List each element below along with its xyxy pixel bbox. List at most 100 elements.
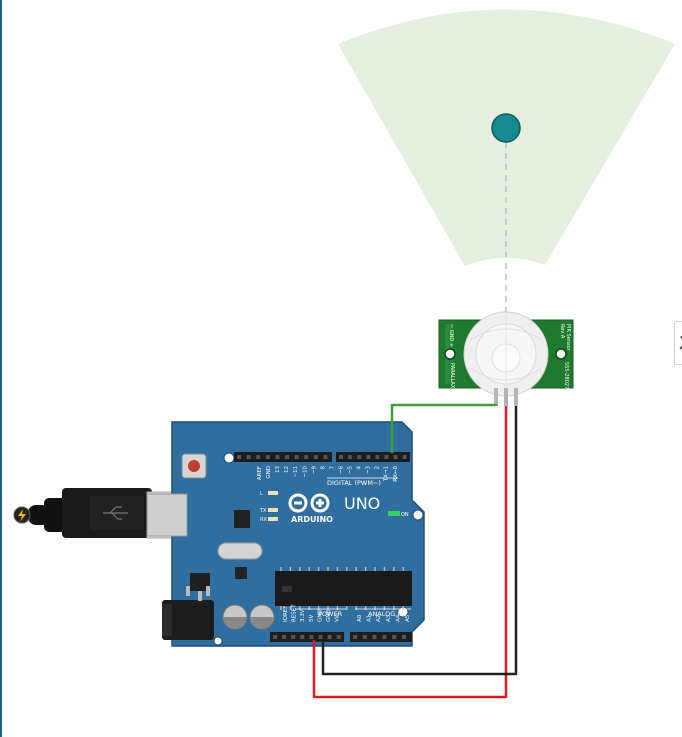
- signal-wire[interactable]: [390, 403, 498, 453]
- arduino-uno-board[interactable]: L TX RX ARDUINO UNO ON DIGITAL (PWM~) POWE…: [146, 421, 425, 647]
- digital-pin-label: ~11: [293, 466, 299, 478]
- led-tx: [268, 508, 278, 512]
- digital-pin-label: GND: [266, 466, 272, 479]
- digital-pin-label: ~9: [311, 466, 317, 475]
- power-pin-label: Vin: [335, 613, 341, 622]
- digital-pin-label: 8: [320, 466, 326, 470]
- digital-pin-label: AREF: [257, 466, 263, 480]
- led-rx: [268, 517, 278, 521]
- led-label-tx: TX: [259, 508, 267, 514]
- pir-motion-sensor[interactable]: PARALLAX ~ GND + PIR Sensor Rev A 555-28…: [438, 311, 574, 406]
- digital-pin-label: ~3: [366, 466, 372, 475]
- led-label-l: L: [260, 491, 263, 497]
- digital-pin-label: ~5: [348, 466, 354, 475]
- digital-pin-label: 4: [357, 466, 363, 470]
- header-pin-hole[interactable]: [294, 455, 299, 459]
- header-pin-hole[interactable]: [313, 455, 318, 459]
- digital-pin-label: TX→1: [384, 466, 390, 482]
- digital-pin-label: ~10: [302, 466, 308, 478]
- analog-pin-label: A0: [357, 614, 363, 622]
- on-led: [388, 511, 400, 516]
- power-pin-label: GND: [317, 609, 323, 622]
- pir-marks: ~ GND +: [448, 324, 454, 347]
- on-label: ON: [401, 512, 409, 518]
- analog-pin-label: A1: [367, 615, 373, 622]
- board-brand: ARDUINO: [291, 515, 333, 524]
- pir-pins[interactable]: [494, 388, 518, 406]
- header-pin-hole[interactable]: [402, 455, 407, 459]
- usb-b-socket: [146, 493, 188, 537]
- analog-header-label: ANALOG IN: [368, 610, 404, 618]
- header-pin-hole[interactable]: [362, 635, 367, 639]
- pir-brand: PARALLAX: [449, 363, 455, 389]
- power-pin-label: GND: [326, 609, 332, 622]
- digital-header-label: DIGITAL (PWM~): [327, 479, 381, 487]
- pir-mount-hole-right: [555, 348, 567, 360]
- header-pin-hole[interactable]: [384, 455, 389, 459]
- dc-power-jack: [162, 600, 214, 640]
- analog-pin-label: A5: [405, 614, 411, 622]
- digital-pin-label: ~6: [338, 466, 344, 475]
- header-pin-hole[interactable]: [382, 635, 387, 639]
- analog-pin-label: A3: [386, 614, 392, 622]
- usb-icon: [103, 506, 128, 520]
- header-pin-hole[interactable]: [300, 635, 305, 639]
- header-pin-hole[interactable]: [273, 635, 277, 639]
- header-pin-hole[interactable]: [291, 635, 296, 639]
- led-label-rx: RX: [260, 517, 267, 523]
- pir-title: PIR Sensor: [565, 324, 571, 352]
- power-pin-label: 3.3V: [300, 609, 306, 622]
- power-wire[interactable]: [312, 406, 508, 699]
- header-pin-hole[interactable]: [357, 455, 362, 459]
- header-pin-hole[interactable]: [309, 635, 314, 639]
- power-pin-label: RESET: [292, 604, 298, 622]
- header-pin-hole[interactable]: [237, 455, 241, 459]
- power-header[interactable]: [270, 632, 412, 642]
- header-pin-hole[interactable]: [275, 455, 280, 459]
- usb-chip: [234, 510, 250, 528]
- header-pin-hole[interactable]: [246, 455, 251, 459]
- analog-pin-label: A4: [395, 614, 401, 622]
- header-pin-hole[interactable]: [282, 635, 287, 639]
- ground-wire[interactable]: [321, 406, 518, 676]
- header-pin-hole[interactable]: [336, 635, 341, 639]
- header-pin-hole[interactable]: [285, 455, 289, 459]
- arduino-logo-icon: [288, 493, 330, 513]
- header-pin-hole[interactable]: [256, 455, 261, 459]
- pir-part-number: 555-28027: [563, 362, 569, 389]
- digital-pin-label: 12: [284, 466, 290, 473]
- small-chip: [235, 567, 247, 579]
- header-pin-hole[interactable]: [304, 455, 309, 459]
- header-pin-hole[interactable]: [372, 635, 377, 639]
- pir-fresnel-lens: [463, 311, 549, 397]
- digital-header[interactable]: [234, 452, 410, 462]
- header-pin-hole[interactable]: [339, 455, 343, 459]
- header-pin-hole[interactable]: [318, 635, 323, 639]
- crystal-oscillator: [217, 542, 263, 560]
- analog-pin-label: A2: [376, 615, 382, 622]
- pir-mount-hole-left: [444, 348, 456, 360]
- pir-revision: Rev A: [559, 324, 565, 339]
- header-pin-hole[interactable]: [375, 455, 380, 459]
- header-pin-hole[interactable]: [366, 455, 371, 459]
- header-pin-hole[interactable]: [393, 455, 398, 459]
- header-pin-hole[interactable]: [327, 635, 332, 639]
- motion-target-object[interactable]: [491, 113, 521, 143]
- header-pin-hole[interactable]: [348, 455, 353, 459]
- header-pin-hole[interactable]: [323, 455, 328, 459]
- digital-pin-label: 13: [275, 466, 281, 473]
- voltage-regulator: [190, 573, 210, 591]
- digital-pin-label: 7: [329, 466, 335, 470]
- power-header-label: POWER: [318, 610, 343, 618]
- atmega-chip: [275, 571, 412, 606]
- right-panel-tab[interactable]: X: [674, 321, 682, 365]
- header-pin-hole[interactable]: [392, 635, 397, 639]
- digital-pin-label: 2: [375, 466, 381, 470]
- header-pin-hole[interactable]: [353, 635, 357, 639]
- board-model: UNO: [344, 494, 380, 513]
- lightning-icon: [18, 509, 26, 522]
- power-pin-label: IOREF: [283, 606, 289, 622]
- header-pin-hole[interactable]: [402, 635, 406, 639]
- header-pin-hole[interactable]: [265, 455, 270, 459]
